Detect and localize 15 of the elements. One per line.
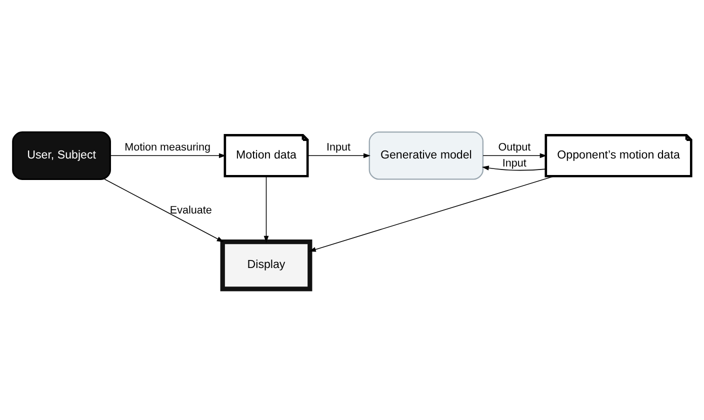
node-box: User, Subject [12,130,111,180]
edge-label: Input [502,157,526,170]
edge-label: Motion measuring [124,140,210,153]
arrow [264,175,269,242]
arrow [104,178,224,242]
edge-label: Input [326,140,350,153]
node-box: Display [220,238,312,291]
node-box: Generative model [368,131,484,180]
edge-label: Evaluate [170,204,212,216]
arrow [482,152,547,158]
arrow [482,165,546,170]
arrow [110,152,226,158]
edge-label: Output [498,140,531,153]
arrow [308,175,555,252]
arrow [307,152,370,158]
